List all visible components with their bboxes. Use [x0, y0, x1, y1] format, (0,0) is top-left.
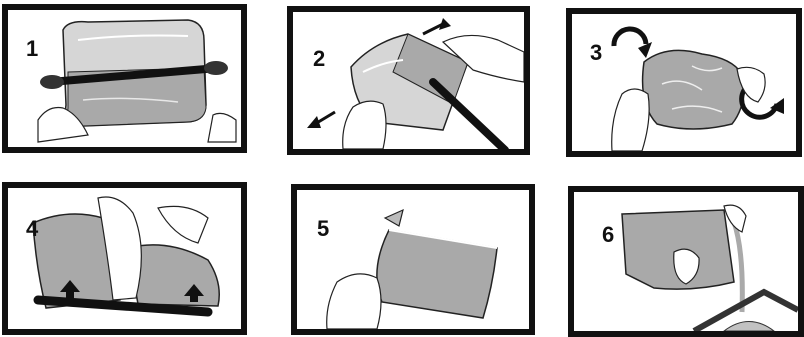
step-5-illustration: [297, 190, 529, 329]
step-3-illustration: [572, 14, 796, 151]
step-2-panel: 2: [287, 6, 530, 155]
step-number: 1: [26, 38, 38, 60]
step-number: 2: [313, 48, 325, 70]
sealing-bag-icon: [643, 50, 744, 129]
step-4-illustration: [8, 188, 241, 329]
step-number: 5: [317, 218, 329, 240]
step-6-illustration: [574, 192, 798, 331]
step-4-panel: 4: [2, 182, 247, 335]
step-2-illustration: [293, 12, 524, 149]
step-number: 4: [26, 218, 38, 240]
step-1-panel: 1: [2, 4, 247, 153]
step-number: 6: [602, 224, 614, 246]
tray-icon: [694, 292, 798, 331]
step-6-panel: 6: [568, 186, 804, 337]
step-3-panel: 3: [566, 8, 802, 157]
step-5-panel: 5: [291, 184, 535, 335]
hand-icon: [327, 274, 381, 329]
sealing-bag-icon: [377, 210, 497, 318]
step-number: 3: [590, 42, 602, 64]
step-1-illustration: [8, 10, 241, 147]
